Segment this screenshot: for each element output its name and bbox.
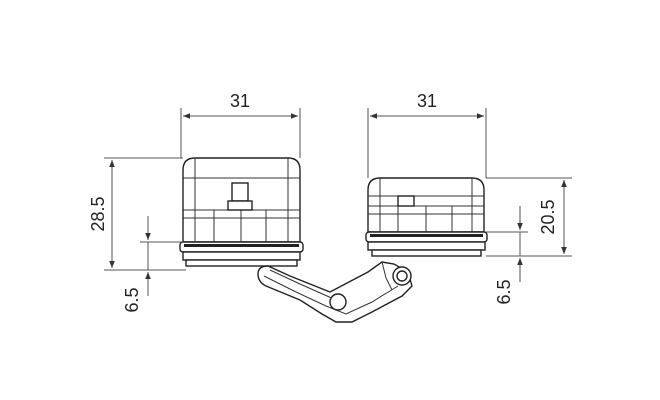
dim-left-height bbox=[104, 157, 186, 271]
hinge-arm bbox=[257, 261, 413, 323]
dim-right-height bbox=[486, 177, 572, 257]
screw-boss bbox=[231, 182, 249, 202]
dim-left-height-label: 28.5 bbox=[88, 196, 108, 231]
dim-left-bottom-label: 6.5 bbox=[122, 287, 142, 312]
pivot-pin bbox=[329, 293, 347, 311]
dim-left-width-label: 31 bbox=[230, 91, 250, 111]
dim-right-height-label: 20.5 bbox=[538, 199, 558, 234]
dim-left-width bbox=[180, 108, 301, 158]
dim-right-width bbox=[367, 108, 487, 178]
dim-right-bottom-label: 6.5 bbox=[494, 279, 514, 304]
screw-base bbox=[227, 200, 253, 211]
right-housing bbox=[365, 177, 488, 257]
left-housing bbox=[179, 157, 304, 267]
screw-stub bbox=[397, 195, 415, 207]
dim-right-width-label: 31 bbox=[417, 91, 437, 111]
dim-left-bottom bbox=[140, 216, 183, 296]
dim-right-bottom bbox=[486, 206, 528, 282]
